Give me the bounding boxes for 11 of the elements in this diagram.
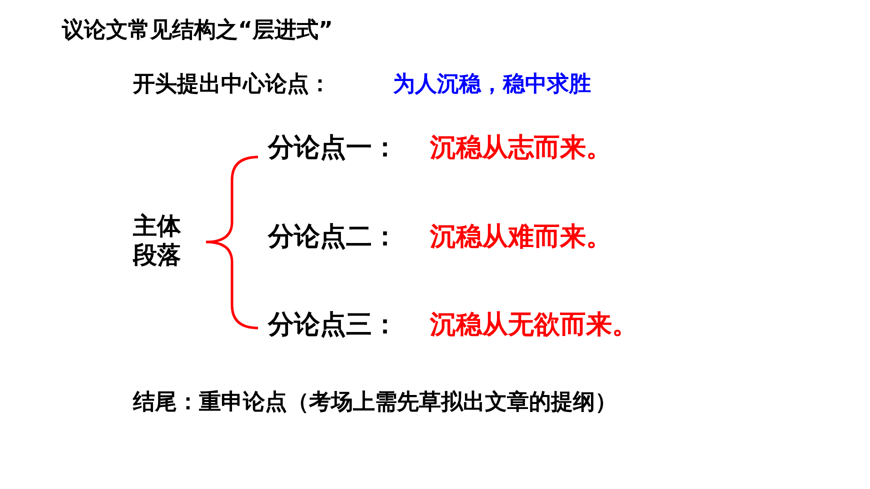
slide-title: 议论文常见结构之“层进式” — [62, 18, 333, 44]
point-text: 沉稳从无欲而来。 — [430, 310, 638, 342]
thesis-text: 为人沉稳，稳中求胜 — [393, 72, 591, 98]
point-heading: 分论点三： — [268, 310, 398, 342]
section-label: 主体段落 — [133, 212, 182, 270]
point-text: 沉稳从难而来。 — [430, 222, 612, 254]
point-heading: 分论点一： — [268, 133, 398, 164]
thesis-heading: 开头提出中心论点： — [133, 72, 331, 98]
conclusion-text: 结尾：重申论点（考场上需先草拟出文章的提纲） — [133, 390, 617, 416]
point-heading: 分论点二： — [268, 222, 398, 254]
point-text: 沉稳从志而来。 — [430, 133, 612, 164]
